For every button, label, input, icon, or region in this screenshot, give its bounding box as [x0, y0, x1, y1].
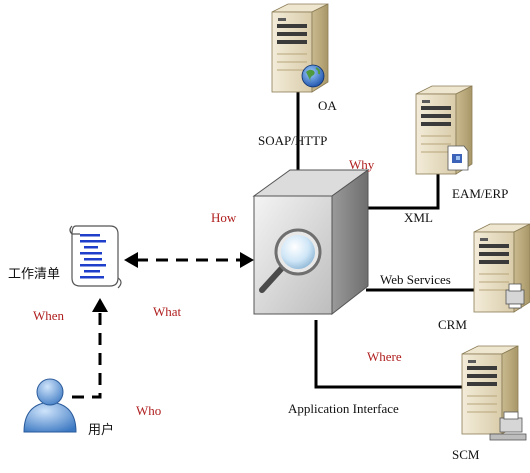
- work-list-label: 工作清单: [8, 267, 60, 282]
- oa-server: [271, 3, 329, 93]
- magnifier-icon: [259, 228, 322, 293]
- connection-lines: [296, 86, 478, 389]
- when-label: When: [33, 308, 65, 323]
- web-services-label: Web Services: [380, 272, 451, 287]
- scm-label: SCM: [452, 447, 480, 462]
- crm-label: CRM: [438, 317, 467, 332]
- what-label: What: [153, 304, 182, 319]
- user-label: 用户: [88, 422, 114, 438]
- crm-server: [473, 223, 530, 313]
- who-label: Who: [136, 403, 161, 418]
- dashed-line-user: [72, 312, 102, 399]
- xml-label: XML: [404, 210, 433, 225]
- integration-hub: [252, 169, 370, 316]
- work-list-scroll-icon: [69, 225, 122, 289]
- dashed-connectors: [72, 252, 254, 399]
- globe-icon: [301, 64, 325, 88]
- oa-label: OA: [318, 98, 337, 113]
- arrowhead-left: [124, 252, 138, 268]
- soap-http-label: SOAP/HTTP: [258, 133, 327, 148]
- line-scm: [314, 320, 464, 389]
- arrowhead-up: [92, 298, 108, 312]
- printer-icon: [489, 411, 527, 441]
- arrowhead-right: [240, 252, 254, 268]
- eam-erp-server: [415, 85, 473, 175]
- document-icon: [447, 145, 469, 171]
- line-eam-erp: [350, 168, 440, 210]
- why-label: Why: [349, 157, 375, 172]
- application-interface-label: Application Interface: [288, 401, 399, 416]
- where-label: Where: [367, 349, 402, 364]
- scm-server: [461, 345, 527, 441]
- how-label: How: [211, 210, 237, 225]
- printer-icon: [505, 283, 525, 309]
- user-avatar-icon: [23, 378, 77, 433]
- eam-erp-label: EAM/ERP: [452, 186, 508, 201]
